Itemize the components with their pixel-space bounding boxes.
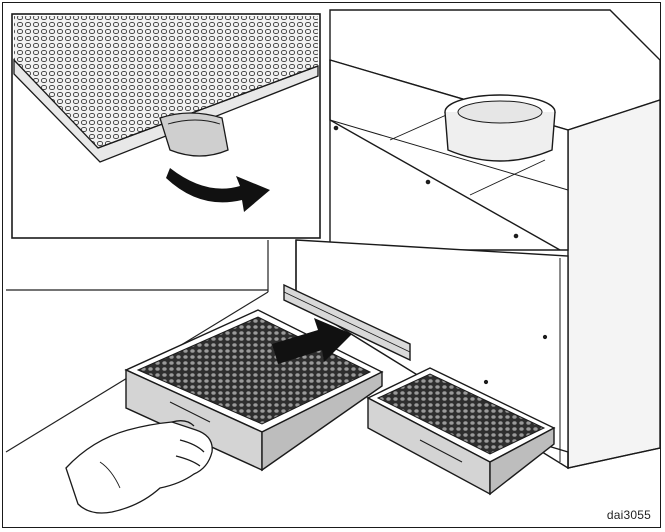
small-filter (366, 367, 556, 496)
figure-code: dai3055 (606, 508, 651, 522)
curved-arrow-icon (166, 168, 270, 212)
push-arrow-icon (272, 318, 352, 364)
inset-detail-box (11, 13, 321, 239)
gloved-hand-icon (65, 420, 213, 514)
cabinet-unit (283, 9, 661, 470)
